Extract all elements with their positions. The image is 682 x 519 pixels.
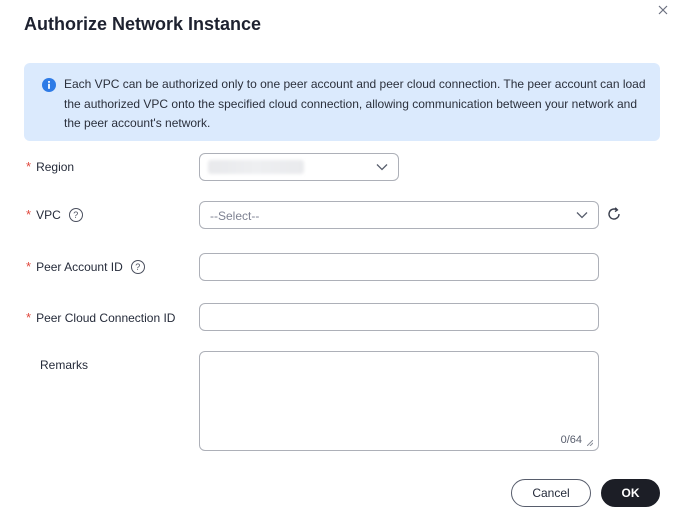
- remarks-label: Remarks: [40, 358, 89, 372]
- resize-handle-icon[interactable]: [587, 440, 593, 446]
- dialog-title: Authorize Network Instance: [24, 14, 262, 34]
- required-mark: *: [26, 159, 32, 174]
- close-icon[interactable]: [655, 2, 671, 18]
- info-icon: [42, 78, 56, 92]
- peer-account-id-input[interactable]: [199, 253, 599, 281]
- required-mark: *: [26, 259, 32, 274]
- region-label: *Region: [26, 159, 75, 174]
- vpc-label: *VPC?: [26, 207, 83, 223]
- region-value-redacted: [208, 160, 304, 174]
- vpc-select[interactable]: --Select--: [199, 201, 599, 229]
- ok-button[interactable]: OK: [601, 479, 660, 507]
- help-icon[interactable]: ?: [68, 207, 83, 222]
- chevron-down-icon: [576, 212, 588, 219]
- vpc-placeholder: --Select--: [210, 209, 260, 223]
- peer-account-id-label: *Peer Account ID?: [26, 259, 145, 275]
- help-icon[interactable]: ?: [130, 259, 145, 274]
- refresh-icon[interactable]: [606, 206, 622, 222]
- chevron-down-icon: [376, 164, 388, 171]
- remarks-textarea[interactable]: 0/64: [199, 351, 599, 451]
- region-select[interactable]: [199, 153, 399, 181]
- cancel-button[interactable]: Cancel: [511, 479, 591, 507]
- required-mark: *: [26, 310, 32, 325]
- remarks-counter: 0/64: [560, 434, 582, 446]
- info-text: Each VPC can be authorized only to one p…: [64, 77, 646, 130]
- info-banner: Each VPC can be authorized only to one p…: [24, 63, 660, 141]
- peer-cloud-connection-id-input[interactable]: [199, 303, 599, 331]
- peer-cloud-connection-id-label: *Peer Cloud Connection ID: [26, 310, 176, 325]
- required-mark: *: [26, 207, 32, 222]
